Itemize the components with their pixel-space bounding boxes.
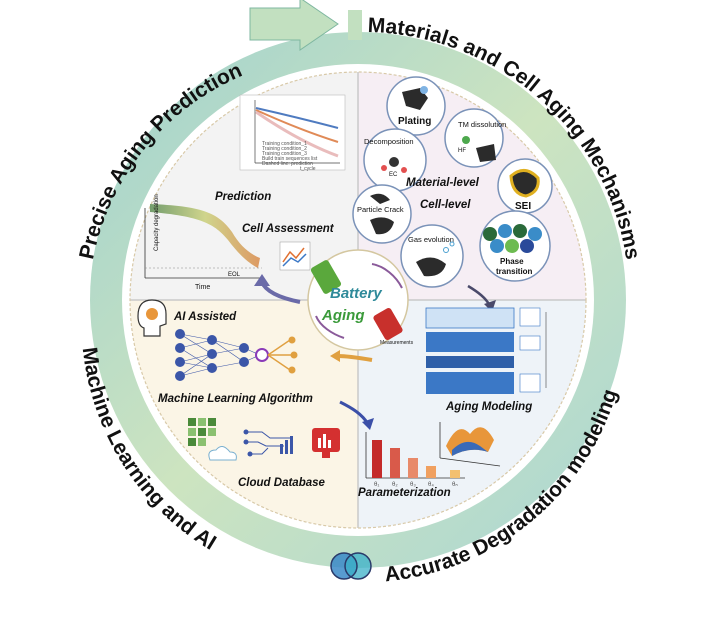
cell-level-label: Cell-level — [420, 199, 471, 211]
chart-legend-3: Training condition_3 — [262, 151, 307, 157]
assessment-chart-icon — [279, 241, 311, 271]
center-arrow-bottom-icon — [315, 315, 345, 339]
parameterization-label: Parameterization — [358, 487, 451, 499]
parameter-bar-chart: θ₁ θ₂ θ₃ θ₄ θₙ — [365, 432, 465, 488]
tm-dissolution-label: TM dissolution — [458, 120, 506, 129]
chart-xlabel: t_cycle — [300, 166, 316, 172]
data-grid-icon — [188, 418, 237, 461]
top-arrow-icon — [249, 0, 339, 51]
bar-theta-2 — [390, 448, 400, 478]
bar-label-4: θ₄ — [428, 482, 434, 488]
plating-bubble: Plating — [386, 76, 446, 136]
neural-network-icon — [175, 329, 298, 381]
decomposition-label: Decomposition — [364, 137, 414, 146]
chart-legend-1: Training condition_1 — [262, 141, 307, 147]
ml-algorithm-label: Machine Learning Algorithm — [158, 393, 313, 405]
phase-label-1: Phase — [500, 257, 524, 266]
center-label-aging: Aging — [321, 307, 365, 324]
measurements-label: Measurements — [380, 340, 414, 346]
eol-label: EOL — [228, 272, 241, 278]
bottom-logo-icon — [330, 552, 372, 580]
chart-legend-5: Dashed line: prediction — [262, 161, 313, 167]
aging-modeling-label: Aging Modeling — [445, 401, 532, 413]
capacity-axis-label: Capacity degradation — [154, 194, 160, 251]
bar-label-n: θₙ — [452, 482, 458, 488]
sei-bubble: SEI — [497, 158, 553, 214]
center-arrow-top-icon — [371, 263, 403, 289]
monitor-chart-icon — [312, 428, 340, 458]
phase-transition-bubble: Phase transition — [479, 210, 551, 282]
tm-dissolution-bubble: TM dissolution HF — [444, 108, 506, 168]
gas-evolution-bubble: Gas evolution — [400, 224, 464, 288]
decomposition-bubble: Decomposition EC — [363, 128, 427, 192]
time-axis-label: Time — [195, 284, 210, 291]
ai-assisted-label: AI Assisted — [173, 311, 237, 323]
particle-crack-label: Particle Crack — [357, 205, 404, 214]
particle-crack-bubble: Particle Crack — [352, 184, 412, 244]
battery-red-icon — [373, 307, 403, 341]
bar-label-3: θ₃ — [410, 482, 416, 488]
aging-model-panel: Measurements — [380, 307, 547, 394]
capacity-chart: Capacity degradation Time EOL — [144, 194, 262, 291]
bar-theta-n — [450, 470, 460, 478]
gas-evolution-label: Gas evolution — [408, 235, 454, 244]
center-label-battery: Battery — [330, 285, 382, 302]
plating-label: Plating — [398, 116, 431, 127]
ai-head-icon — [137, 299, 167, 337]
surface-plot-icon — [439, 422, 501, 467]
arrow-modeling-to-ml — [337, 354, 373, 362]
bar-theta-1 — [372, 440, 382, 478]
material-level-label: Material-level — [406, 177, 480, 189]
ec-label: EC — [389, 172, 398, 178]
hf-label: HF — [458, 148, 466, 154]
prediction-label: Prediction — [215, 191, 271, 203]
bar-label-1: θ₁ — [374, 482, 379, 488]
chart-legend-4: Build train sequences list — [262, 156, 318, 162]
cloud-database-label: Cloud Database — [238, 477, 326, 489]
battery-green-icon — [310, 260, 342, 294]
prediction-chart: Training condition_1 Training condition_… — [239, 94, 346, 172]
sei-label: SEI — [515, 201, 531, 212]
chart-legend-2: Training condition_2 — [262, 146, 307, 152]
database-network-icon — [243, 429, 293, 457]
bar-label-2: θ₂ — [392, 482, 398, 488]
cell-assessment-label: Cell Assessment — [242, 223, 335, 235]
top-arrow-tail — [348, 10, 362, 40]
bar-theta-3 — [408, 458, 418, 478]
phase-transition-label: transition — [496, 267, 533, 276]
bar-theta-4 — [426, 466, 436, 478]
